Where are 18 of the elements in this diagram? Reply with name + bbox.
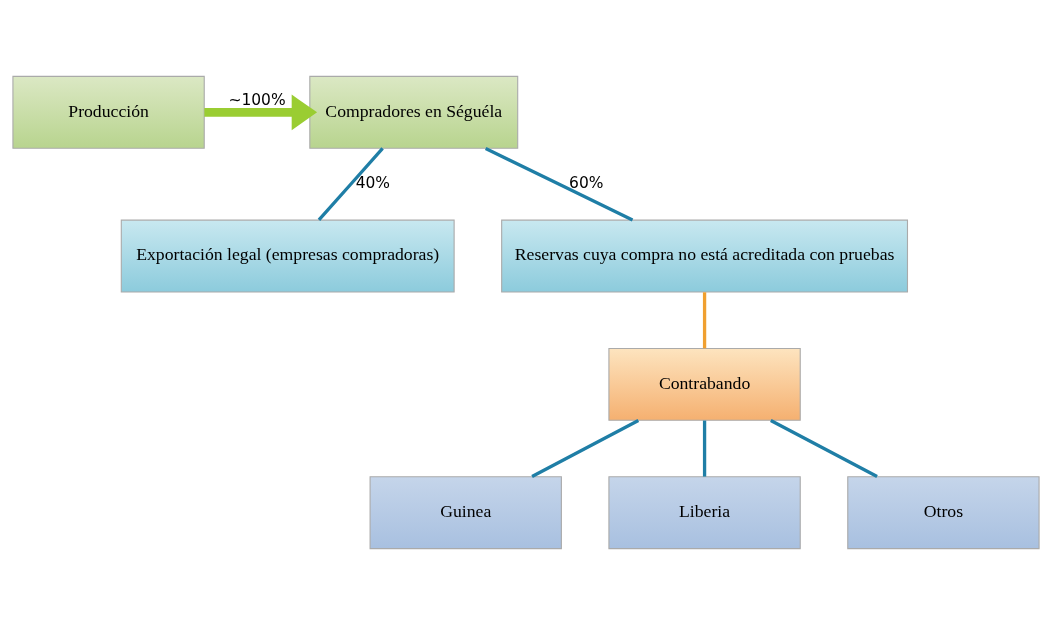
- edge-label: 60%: [569, 174, 604, 193]
- connector: [531, 418, 640, 478]
- node-box: Compradores en Séguéla: [309, 75, 519, 149]
- node-box: Producción: [12, 75, 205, 149]
- connector: [770, 418, 878, 478]
- edge-label: 40%: [355, 174, 391, 193]
- node-box: Exportación legal (empresas compradoras): [120, 219, 455, 293]
- edge-label: ~100%: [228, 90, 286, 109]
- connector: [702, 292, 707, 349]
- connector: [484, 146, 634, 222]
- arrow: [204, 94, 318, 131]
- node-box: Otros: [847, 476, 1040, 550]
- node-box: Reservas cuya compra no está acreditada con pruebas: [501, 219, 909, 293]
- connector: [702, 420, 707, 477]
- node-box: Liberia: [608, 476, 801, 550]
- node-box: Guinea: [369, 476, 562, 550]
- connector: [317, 147, 384, 222]
- node-box: Contrabando: [608, 347, 801, 421]
